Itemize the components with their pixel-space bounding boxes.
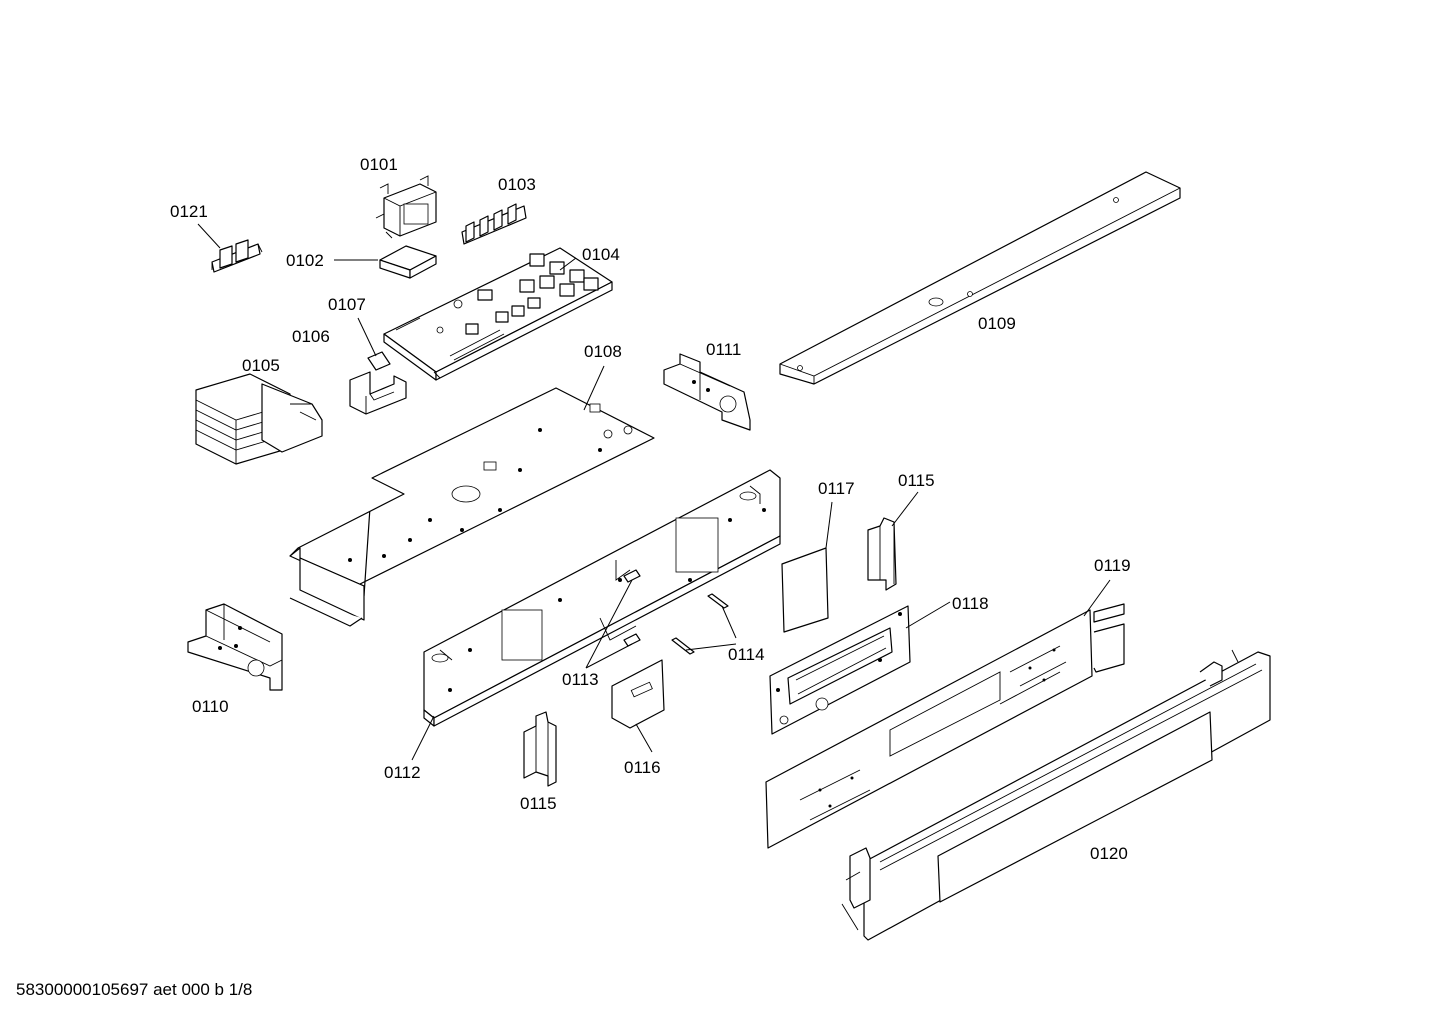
label-0113: 0113: [562, 670, 599, 689]
part-0118-display-pcb[interactable]: [769, 605, 911, 735]
part-0109-channel[interactable]: [779, 171, 1181, 385]
part-0115-bracket-lower[interactable]: [523, 711, 557, 787]
label-0115-upper: 0115: [898, 471, 935, 490]
label-0110: 0110: [192, 697, 229, 716]
label-0109: 0109: [978, 314, 1016, 333]
part-0116-plate[interactable]: [611, 659, 665, 729]
label-0118: 0118: [952, 594, 989, 613]
part-0103-connectors[interactable]: [461, 203, 527, 245]
part-0105-heatsink[interactable]: [195, 373, 323, 465]
label-0112: 0112: [384, 763, 421, 782]
label-0111: 0111: [706, 340, 741, 359]
label-0121: 0121: [170, 202, 208, 221]
part-0106-fuse-holder[interactable]: [349, 371, 407, 415]
part-0108-mounting-plate[interactable]: [289, 387, 655, 627]
label-0119: 0119: [1094, 556, 1131, 575]
part-0111-bracket[interactable]: [663, 353, 751, 431]
part-0120-front-trim[interactable]: [841, 649, 1271, 941]
label-0116: 0116: [624, 758, 661, 777]
label-0108: 0108: [584, 342, 622, 361]
label-0104: 0104: [582, 245, 620, 264]
part-0104-control-board[interactable]: [383, 247, 613, 381]
label-0106: 0106: [292, 327, 330, 346]
label-0101: 0101: [360, 155, 398, 174]
part-0121-bracket[interactable]: [211, 239, 263, 273]
label-0103: 0103: [498, 175, 536, 194]
part-labels: 0101 0103 0121 0104 0102 0107 0106 0109 …: [170, 155, 1131, 863]
part-0114-pins[interactable]: [671, 593, 729, 655]
label-0105: 0105: [242, 356, 280, 375]
part-0101-transformer[interactable]: [375, 175, 437, 239]
part-0110-bracket[interactable]: [187, 603, 283, 691]
part-0113-clips[interactable]: [623, 569, 641, 647]
document-id: 58300000105697 aet 000 b 1/8: [16, 980, 253, 999]
label-0102: 0102: [286, 251, 324, 270]
part-0119-control-panel[interactable]: [765, 603, 1125, 849]
label-0114: 0114: [728, 645, 765, 664]
label-0120: 0120: [1090, 844, 1128, 863]
part-0117-sheet[interactable]: [781, 547, 829, 633]
label-0115-lower: 0115: [520, 794, 557, 813]
label-0107: 0107: [328, 295, 366, 314]
part-0102-pad[interactable]: [379, 245, 437, 279]
label-0117: 0117: [818, 479, 855, 498]
part-0107-fuse[interactable]: [367, 351, 391, 371]
part-0115-bracket-upper[interactable]: [867, 517, 897, 591]
leader-lines: [197, 223, 1111, 761]
